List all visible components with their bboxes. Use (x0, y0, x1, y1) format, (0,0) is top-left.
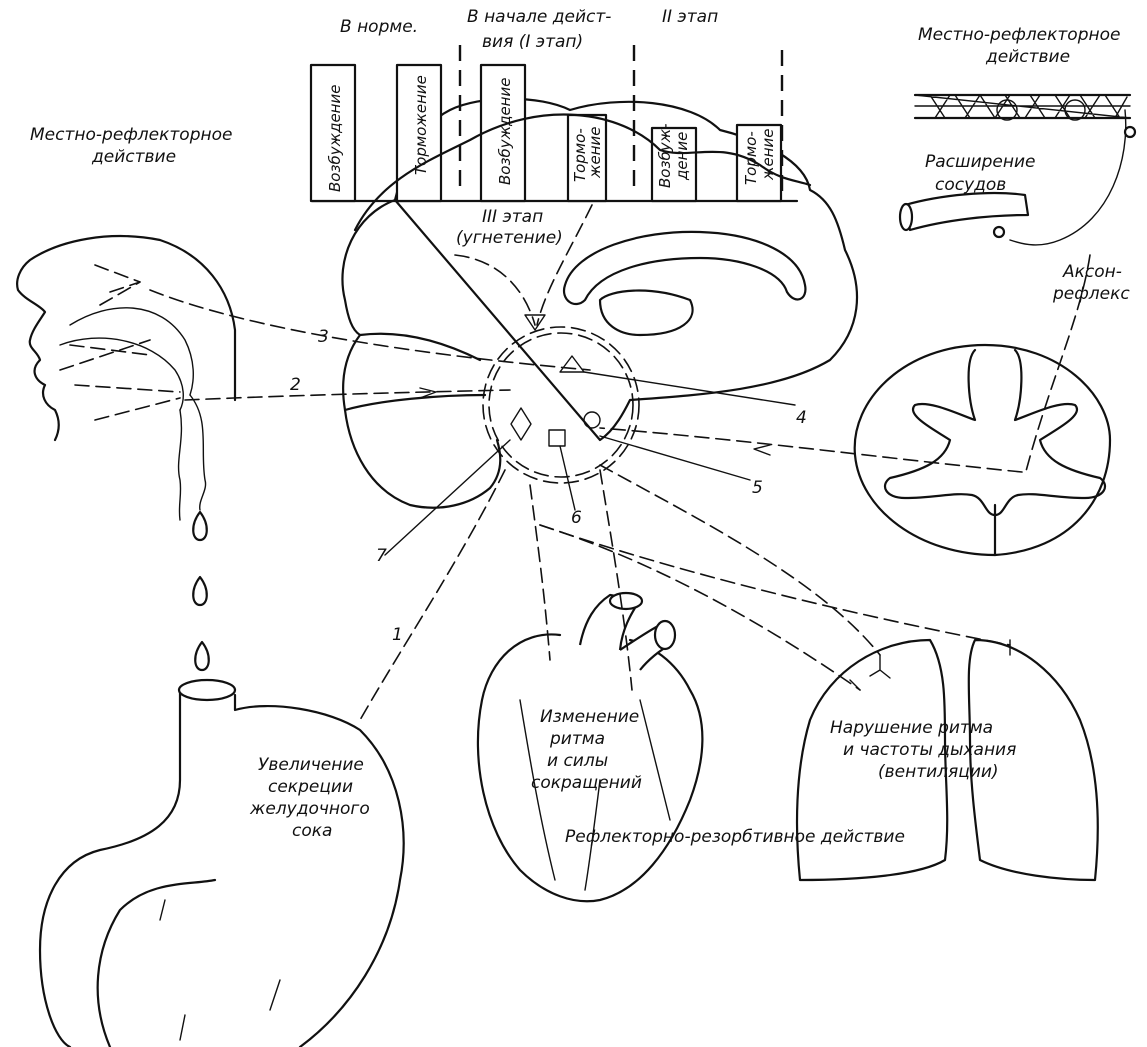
bar-label-1: Возбуждение (326, 85, 344, 192)
medulla-inner-circle (489, 333, 633, 477)
number-3: 3 (318, 327, 329, 347)
throat-line (190, 395, 206, 510)
esophagus-opening (179, 680, 235, 700)
number-7: 7 (376, 546, 387, 566)
local-reflex-right-1: Местно-рефлекторное (918, 25, 1120, 45)
drop-2 (193, 577, 207, 605)
header-stage3-2: (угнетение) (456, 228, 563, 248)
stomach-outline (40, 690, 404, 1047)
lungs-text-1: Нарушение ритма (830, 718, 993, 738)
drop-1 (193, 512, 207, 540)
leader-6 (560, 446, 575, 510)
stomach-text-2: секреции (268, 777, 353, 797)
axon-reflex-1: Аксон- (1062, 262, 1122, 282)
number-6: 6 (571, 508, 582, 528)
spinal-outline (855, 345, 1110, 555)
square-center (549, 430, 565, 446)
gray-matter (885, 350, 1105, 515)
stomach-text-1: Увеличение (258, 755, 364, 775)
pathway-3 (150, 290, 590, 370)
header-start-2: вия (I этап) (482, 32, 583, 52)
number-1: 1 (392, 625, 403, 645)
medulla-outer-circle (483, 327, 639, 483)
vessel-end (900, 204, 912, 230)
cerebellum (345, 334, 485, 410)
pathway-5 (600, 428, 1022, 472)
diamond-center (511, 408, 531, 440)
stomach-text-4: сока (292, 821, 332, 841)
spinal-cord (855, 345, 1110, 555)
vasodilation-2: сосудов (935, 175, 1006, 195)
leader-4 (584, 372, 795, 405)
vasodilation-1: Расширение (925, 152, 1036, 172)
local-reflex-left-1: Местно-рефлекторное (30, 125, 232, 145)
number-4: 4 (796, 408, 807, 428)
head-profile (17, 236, 235, 670)
header-stage2: II этап (662, 7, 718, 27)
triangle-center (560, 356, 584, 372)
heart-text-1: Изменение (540, 707, 639, 727)
stomach-text-3: желудочного (249, 799, 370, 819)
number-5: 5 (752, 478, 763, 498)
pathway-heart-1 (530, 485, 550, 660)
throat-line-2 (179, 410, 182, 520)
artery-opening (655, 621, 675, 649)
bar-label-5a: Возбуж- (656, 124, 674, 189)
local-reflex-left-2: действие (91, 147, 176, 167)
bar-label-3: Возбуждение (496, 78, 514, 185)
phase-chart: Возбуждение Торможение Возбуждение Тормо… (311, 7, 797, 248)
lungs-text-3: (вентиляции) (878, 762, 999, 782)
thalamus (600, 291, 693, 335)
bronchi (850, 640, 1010, 690)
axon-reflex-2: рефлекс (1052, 284, 1130, 304)
leader-5 (600, 436, 750, 480)
circle-center (584, 412, 600, 428)
stage1-arrow (537, 205, 592, 325)
header-stage3-1: III этап (482, 207, 543, 227)
axon-reflex-path (1010, 110, 1126, 245)
heart-text-2: ритма (549, 729, 605, 749)
nasal-arrows (95, 265, 140, 305)
stomach-arrows (160, 900, 280, 1040)
bar-label-4b: жение (586, 126, 604, 179)
vessel-ending (994, 227, 1004, 237)
header-norm: В норме. (340, 17, 418, 37)
corpus-callosum (564, 232, 805, 304)
palate-line (70, 308, 193, 395)
bar-label-5b: дение (673, 132, 691, 181)
lungs-text-2: и частоты дыхания (843, 740, 1016, 760)
number-2: 2 (290, 375, 301, 395)
resorptive-action: Рефлекторно-резорбтивное действие (565, 827, 905, 847)
header-start-1: В начале дейст- (467, 7, 611, 27)
stage3-arrow (455, 255, 535, 325)
heart-text-3: и силы (547, 751, 608, 771)
pathway-lungs-2 (600, 465, 880, 655)
stomach (40, 680, 404, 1047)
oral-arrows (60, 340, 180, 420)
vessel (905, 193, 1028, 230)
skin-mesh (915, 95, 1130, 118)
right-lung (969, 640, 1098, 880)
bar-label-2: Торможение (412, 75, 430, 175)
heart-text-4: сокращений (531, 773, 642, 793)
pathway-5-arrow (754, 445, 770, 455)
pathway-lungs-1 (540, 525, 860, 690)
nerve-ending (1125, 127, 1135, 137)
drop-3 (195, 642, 209, 670)
head-outline (17, 236, 235, 440)
aorta-opening (610, 593, 642, 609)
local-reflex-right-2: действие (985, 47, 1070, 67)
